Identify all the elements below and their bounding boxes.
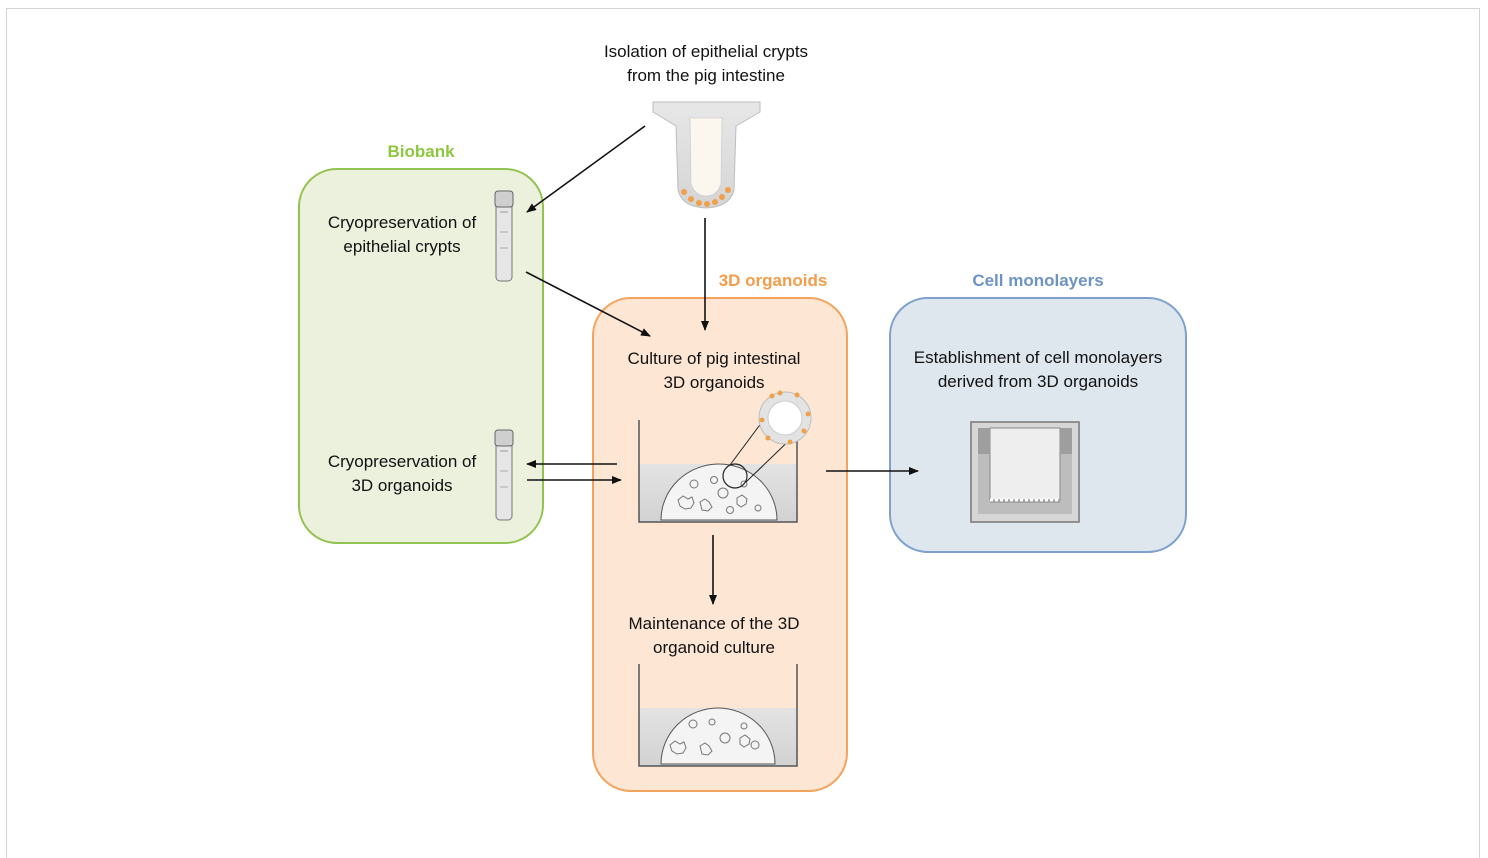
culture-label-line2: 3D organoids: [663, 373, 765, 392]
culture-label-line1: Culture of pig intestinal: [627, 349, 801, 368]
arrow-crypt-to-biobank: [526, 125, 646, 213]
organoid-zoom-icon: [758, 390, 812, 445]
maintenance-label-line1: Maintenance of the 3D: [628, 614, 800, 633]
culture-label: Culture of pig intestinal 3D organoids: [598, 347, 830, 395]
monolayers-label: Establishment of cell monolayers derived…: [893, 346, 1183, 394]
biobank-box: [298, 168, 544, 544]
arrows: [525, 125, 919, 605]
maintenance-label: Maintenance of the 3D organoid culture: [598, 612, 830, 660]
cryopreservation-organoids-line1: Cryopreservation of: [327, 452, 477, 471]
intestinal-crypt-icon: [652, 101, 761, 209]
cryopreservation-crypts-label: Cryopreservation of epithelial crypts: [306, 211, 498, 259]
transwell-insert-icon: [970, 421, 1080, 523]
maintenance-label-line2: organoid culture: [653, 638, 775, 657]
cryovial-icon: [494, 190, 514, 282]
monolayers-label-line2: derived from 3D organoids: [937, 372, 1139, 391]
cryopreservation-crypts-line2: epithelial crypts: [343, 237, 461, 256]
cryopreservation-organoids-line2: 3D organoids: [351, 476, 453, 495]
isolation-label-line1: Isolation of epithelial crypts: [603, 42, 809, 61]
cryovial-icon: [494, 429, 514, 521]
isolation-label: Isolation of epithelial crypts from the …: [556, 40, 856, 88]
cryopreservation-crypts-line1: Cryopreservation of: [327, 213, 477, 232]
culture-well-organoids-icon: [638, 664, 798, 767]
monolayers-label-line1: Establishment of cell monolayers: [913, 348, 1163, 367]
biobank-title: Biobank: [387, 142, 455, 161]
cryopreservation-organoids-label: Cryopreservation of 3D organoids: [306, 450, 498, 498]
figure-frame: [6, 8, 1480, 858]
isolation-label-line2: from the pig intestine: [627, 66, 785, 85]
arrow-biobank-crypts-to-culture: [525, 271, 651, 337]
organoids-title: 3D organoids: [718, 271, 828, 290]
culture-well-organoids-icon: [638, 417, 801, 523]
monolayers-title: Cell monolayers: [972, 271, 1104, 290]
